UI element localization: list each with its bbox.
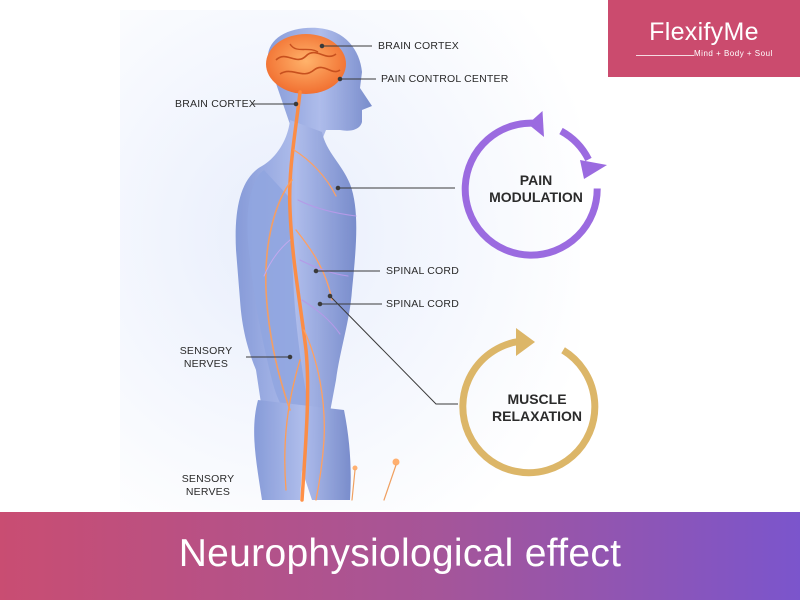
label-spinal-cord-1: SPINAL CORD [386,265,459,277]
pain-cycle-arrow-right [580,160,607,179]
label-brain-cortex-top: BRAIN CORTEX [378,40,459,52]
arm [247,170,312,426]
label-sensory-nerves-lower-line1: SENSORY [181,473,235,485]
label-spinal-cord-2: SPINAL CORD [386,298,459,310]
logo-divider [636,55,694,56]
pain-modulation-line2: MODULATION [489,189,583,205]
pain-modulation-cycle [461,119,601,259]
nervous-system [263,90,400,502]
label-brain-cortex-left: BRAIN CORTEX [175,98,256,110]
muscle-relaxation-line2: RELAXATION [492,408,582,424]
spine [287,90,310,502]
muscle-relaxation-line1: MUSCLE [507,391,567,407]
label-sensory-nerves-upper-line1: SENSORY [179,345,233,357]
label-sensory-nerves-lower: SENSORY NERVES [172,473,244,499]
muscle-relaxation-text: MUSCLE RELAXATION [467,391,607,425]
title-banner: Neurophysiological effect [0,512,800,600]
logo-name: FlexifyMe [649,18,759,46]
legs [254,400,351,500]
brand-logo: FlexifyMe Mind + Body + Soul [608,0,800,77]
muscle-relaxation-cycle [459,337,599,477]
banner-title: Neurophysiological effect [178,532,622,575]
pain-cycle-arrow-top [528,111,544,137]
relaxation-cycle-arrow [516,328,535,356]
label-sensory-nerves-upper: SENSORY NERVES [170,345,242,371]
logo-tagline: Mind + Body + Soul [694,49,773,58]
brain [266,34,346,94]
label-sensory-nerves-upper-line2: NERVES [183,358,229,370]
label-pain-control-center: PAIN CONTROL CENTER [381,73,509,85]
pain-modulation-line1: PAIN [519,172,553,188]
pain-modulation-text: PAIN MODULATION [466,172,606,206]
leader-lines [246,43,458,405]
label-sensory-nerves-lower-line2: NERVES [185,486,231,498]
